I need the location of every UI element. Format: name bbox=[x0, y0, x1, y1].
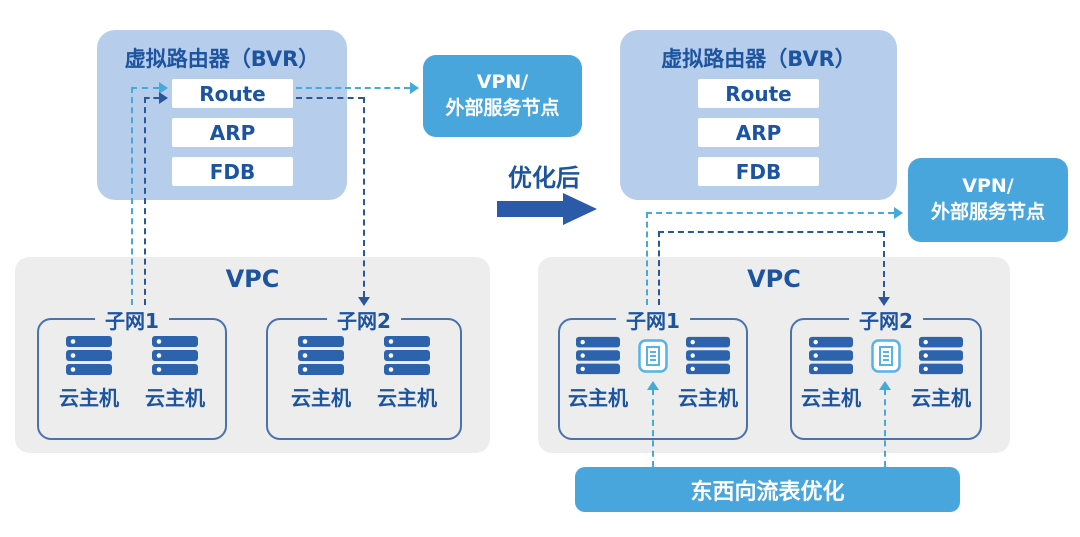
server-icon bbox=[66, 336, 112, 375]
flow-optimization-box: 东西向流表优化 bbox=[575, 467, 960, 512]
bvr-title: 虚拟路由器（BVR） bbox=[124, 47, 320, 71]
flow-line-direct-to-vpn-cyan bbox=[646, 212, 894, 214]
bvr-title: 虚拟路由器（BVR） bbox=[661, 47, 856, 71]
arrowhead-into-route-cyan bbox=[159, 82, 168, 94]
bvr-box-after: 虚拟路由器（BVR） Route ARP FDB bbox=[620, 30, 897, 200]
subnet2-after: 子网2 云主机 云主机 bbox=[790, 305, 982, 440]
route-table: Route bbox=[698, 79, 819, 108]
flow-line-subnet1-up-navy bbox=[144, 97, 146, 305]
host-label: 云主机 bbox=[911, 386, 971, 410]
arrowhead-to-subnet2-navy bbox=[358, 297, 370, 306]
server-icon bbox=[384, 336, 430, 375]
flow-line-east-west-navy bbox=[658, 231, 883, 233]
arp-table: ARP bbox=[172, 118, 293, 147]
server-icon bbox=[919, 336, 963, 375]
arrowhead-to-subnet2-navy-after bbox=[878, 297, 890, 306]
flow-table-icon bbox=[871, 339, 901, 373]
host-label: 云主机 bbox=[291, 386, 351, 410]
subnet-label: 子网1 bbox=[95, 305, 169, 334]
vpn-label-line2: 外部服务节点 bbox=[445, 97, 560, 119]
host-label: 云主机 bbox=[568, 386, 628, 410]
flow-line-route-east-navy bbox=[296, 97, 364, 99]
cloud-host: 云主机 bbox=[801, 336, 861, 411]
transition-arrow bbox=[497, 201, 563, 217]
arrowhead-to-vpn-cyan bbox=[410, 82, 419, 94]
cloud-host: 云主机 bbox=[911, 336, 971, 411]
server-icon bbox=[686, 336, 730, 375]
transition-arrow-head bbox=[563, 193, 597, 225]
server-icon bbox=[809, 336, 853, 375]
subnet-label: 子网2 bbox=[327, 305, 401, 334]
transition-label: 优化后 bbox=[508, 164, 580, 192]
arrowhead-to-flowtable-subnet2 bbox=[879, 381, 891, 390]
cloud-host: 云主机 bbox=[145, 336, 205, 411]
arrowhead-to-vpn-cyan-after bbox=[894, 207, 903, 219]
flow-opt-line-subnet2 bbox=[884, 389, 886, 467]
flow-opt-line-subnet1 bbox=[652, 389, 654, 467]
subnet2-before: 子网2 云主机 云主机 bbox=[266, 305, 462, 440]
flow-line-subnet1-up-cyan-after bbox=[646, 212, 648, 305]
host-label: 云主机 bbox=[377, 386, 437, 410]
cloud-host: 云主机 bbox=[291, 336, 351, 411]
bvr-box-before: 虚拟路由器（BVR） Route ARP FDB bbox=[97, 30, 347, 200]
vpn-label-line1: VPN/ bbox=[962, 175, 1014, 198]
flow-line-subnet1-up-navy-after bbox=[658, 231, 660, 305]
subnet1-after: 子网1 云主机 云主机 bbox=[558, 305, 748, 440]
vpn-node-after: VPN/ 外部服务节点 bbox=[908, 158, 1068, 242]
arrowhead-to-flowtable-subnet1 bbox=[647, 381, 659, 390]
vpc-box-before: VPC 子网1 云主机 云主机 子网2 云主机 bbox=[15, 257, 490, 453]
server-icon bbox=[152, 336, 198, 375]
server-icon bbox=[298, 336, 344, 375]
vpn-label-line1: VPN/ bbox=[476, 71, 529, 94]
host-label: 云主机 bbox=[145, 386, 205, 410]
vpc-box-after: VPC 子网1 云主机 云主机 子网2 云主机 bbox=[538, 257, 1010, 453]
flow-table-icon bbox=[638, 339, 668, 373]
route-table: Route bbox=[172, 79, 293, 108]
arrowhead-into-route-navy bbox=[159, 92, 168, 104]
vpc-title: VPC bbox=[747, 265, 801, 293]
flow-line-into-route-navy bbox=[144, 97, 159, 99]
fdb-table: FDB bbox=[172, 157, 293, 186]
cloud-host: 云主机 bbox=[678, 336, 738, 411]
fdb-table: FDB bbox=[698, 157, 819, 186]
host-label: 云主机 bbox=[678, 386, 738, 410]
flow-line-down-subnet2-navy bbox=[363, 97, 365, 297]
vpn-label-line2: 外部服务节点 bbox=[930, 201, 1045, 223]
arp-table: ARP bbox=[698, 118, 819, 147]
cloud-host: 云主机 bbox=[377, 336, 437, 411]
cloud-host: 云主机 bbox=[568, 336, 628, 411]
flow-line-route-to-vpn-cyan bbox=[296, 87, 410, 89]
server-icon bbox=[576, 336, 620, 375]
subnet1-before: 子网1 云主机 云主机 bbox=[37, 305, 227, 440]
host-label: 云主机 bbox=[59, 386, 119, 410]
flow-line-into-route-cyan bbox=[131, 87, 159, 89]
host-label: 云主机 bbox=[801, 386, 861, 410]
flow-line-down-subnet2-navy-after bbox=[883, 231, 885, 297]
subnet-label: 子网2 bbox=[849, 305, 923, 334]
flow-line-subnet1-up-cyan bbox=[131, 87, 133, 305]
cloud-host: 云主机 bbox=[59, 336, 119, 411]
vpc-title: VPC bbox=[225, 265, 280, 293]
vpn-node-before: VPN/ 外部服务节点 bbox=[423, 55, 582, 137]
subnet-label: 子网1 bbox=[616, 305, 690, 334]
